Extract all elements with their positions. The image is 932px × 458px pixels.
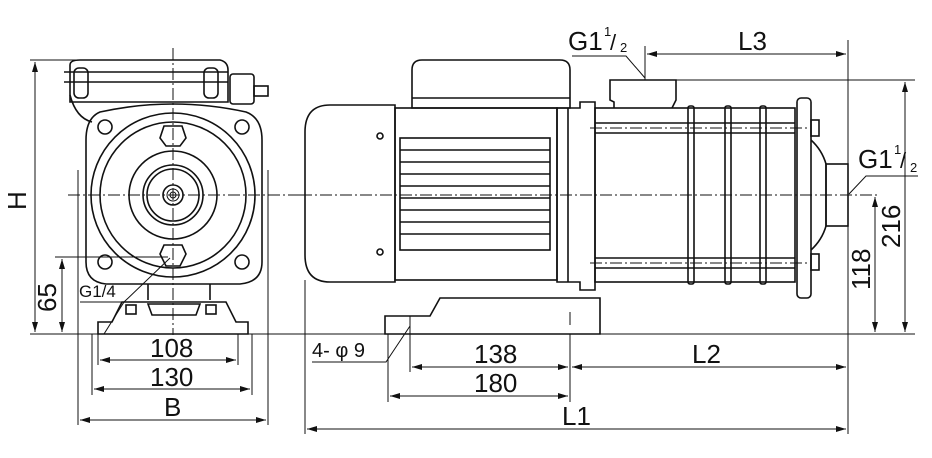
dim-108-label: 108 [150,333,193,363]
end-flange [796,97,812,299]
dim-L1-label: L1 [562,401,591,431]
cooling-fins [399,137,551,251]
motor-end-cover [304,104,396,283]
pump-base [384,297,601,335]
front-view: L3 G1 1 / 2 G1 1 / 2 118 216 4- φ 9 138 [300,24,918,434]
drain-thread-label: G1/4 [79,282,116,301]
height-dimension-label: H [2,191,32,210]
thread-main: G1 [858,144,893,174]
dim-65-label: 65 [32,283,62,312]
cable-gland [229,73,255,105]
thread-frac-den: 2 [620,40,627,55]
pump-flange [85,103,263,285]
top-port [609,79,677,109]
thread-frac-num: 1 [604,24,611,39]
motor-adapter [556,101,596,291]
dim-130-label: 130 [150,362,193,392]
thread-frac-den: 2 [910,160,917,175]
svg-text:/: / [900,148,907,173]
bolt-hole [97,254,113,270]
dim-L2-label: L2 [692,339,721,369]
bolt-hole [234,119,250,135]
motor-body [394,107,558,281]
shaft [162,184,184,206]
dim-180-label: 180 [474,368,517,398]
dim-L3-label: L3 [738,26,767,56]
terminal-box [64,59,269,123]
svg-text:/: / [610,30,617,55]
terminal-box [411,59,571,109]
pump-stages [594,107,796,283]
top-port-thread-label: G1 1 / 2 [568,24,627,56]
side-port-thread-label: G1 1 / 2 [858,142,917,175]
dim-118-label: 118 [846,249,876,290]
drain-plug [159,244,187,267]
vent-plug [159,125,187,147]
width-dimension-label: B [164,392,181,422]
side-view: H 65 G1/4 108 130 B [2,48,300,425]
thread-frac-num: 1 [894,142,901,157]
dim-216-label: 216 [876,205,906,248]
thread-main: G1 [568,26,603,56]
dim-138-label: 138 [474,339,517,369]
mounting-holes-label: 4- φ 9 [312,340,365,362]
bolt-hole [97,119,113,135]
bolt-hole [234,254,250,270]
